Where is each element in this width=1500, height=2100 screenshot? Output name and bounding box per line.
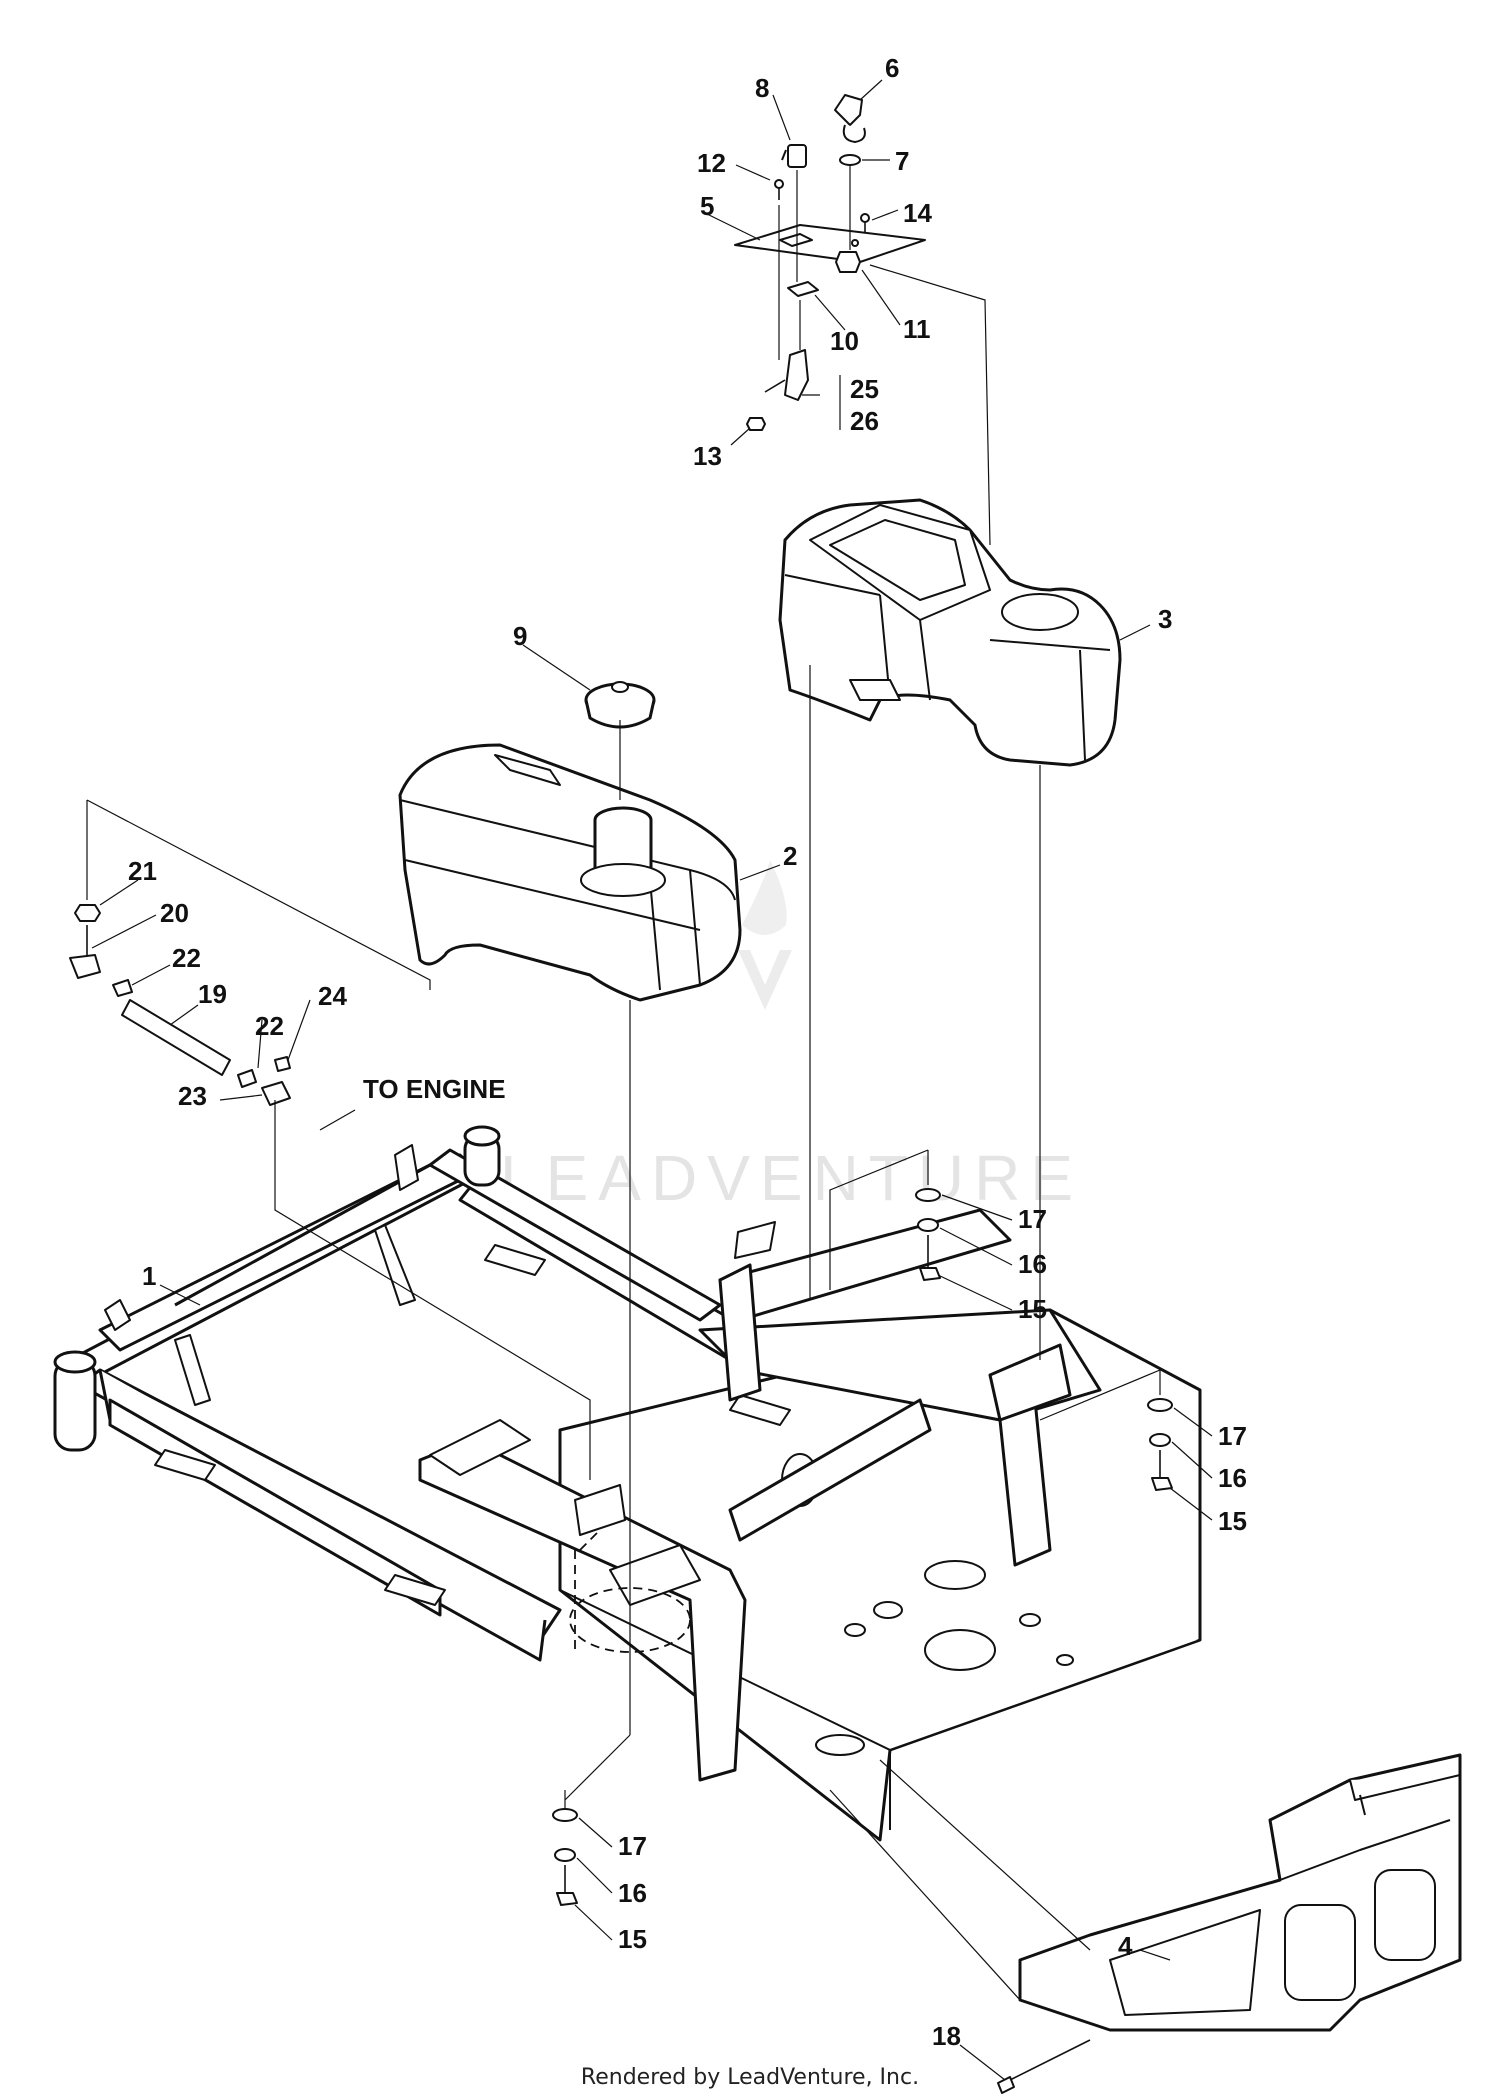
callout-16a: 16 [1018,1249,1047,1279]
callout-26: 26 [850,406,879,436]
callout-8: 8 [755,73,769,103]
to-engine-label: TO ENGINE [363,1074,506,1104]
callout-16c: 16 [618,1878,647,1908]
callout-17a: 17 [1018,1204,1047,1234]
hardware-stack-left-lower [552,1808,578,1906]
fuel-cap-part-9 [584,681,656,729]
callout-22a: 22 [172,943,201,973]
callout-14: 14 [903,198,932,228]
fuel-tank-part-3 [778,498,1122,767]
callout-22b: 22 [255,1011,284,1041]
callout-16b: 16 [1218,1463,1247,1493]
hardware-stack-right-upper [915,1188,941,1281]
callout-7: 7 [895,146,909,176]
callout-13: 13 [693,441,722,471]
callout-20: 20 [160,898,189,928]
callout-24: 24 [318,981,347,1011]
callout-11: 11 [903,314,931,344]
callout-6: 6 [885,53,899,83]
callout-5: 5 [700,191,714,221]
callout-labels: 1 2 3 4 5 6 7 8 9 10 11 12 13 14 25 26 1… [128,53,1247,2051]
control-panel-assembly [734,94,926,431]
callout-3: 3 [1158,604,1172,634]
callout-23: 23 [178,1081,207,1111]
callout-15c: 15 [618,1924,647,1954]
bolt-part-18 [997,2039,1091,2094]
callout-4: 4 [1118,1931,1133,1961]
leader-lines [86,165,1161,2001]
callout-1: 1 [142,1261,156,1291]
callout-19: 19 [198,979,227,1009]
callout-17c: 17 [618,1831,647,1861]
callout-10: 10 [830,326,859,356]
callout-9: 9 [513,621,527,651]
callout-15b: 15 [1218,1506,1247,1536]
callout-2: 2 [783,841,797,871]
footer-credit: Rendered by LeadVenture, Inc. [580,2065,920,2090]
fuel-tank-part-2 [398,743,742,1002]
fuel-line-assembly [69,904,291,1106]
callout-15a: 15 [1018,1294,1047,1324]
callout-17b: 17 [1218,1421,1247,1451]
watermark-text: LEADVENTURE [500,1142,1083,1214]
callout-21: 21 [128,856,157,886]
callout-leaders [91,79,1213,2081]
callout-18: 18 [932,2021,961,2051]
watermark: LEADVENTURE [500,860,1083,1214]
callout-25: 25 [850,374,879,404]
frame-part-1 [53,1125,1202,1842]
callout-12: 12 [697,148,726,178]
hardware-stack-right-lower [1147,1398,1173,1491]
bumper-part-4 [1018,1753,1462,2032]
